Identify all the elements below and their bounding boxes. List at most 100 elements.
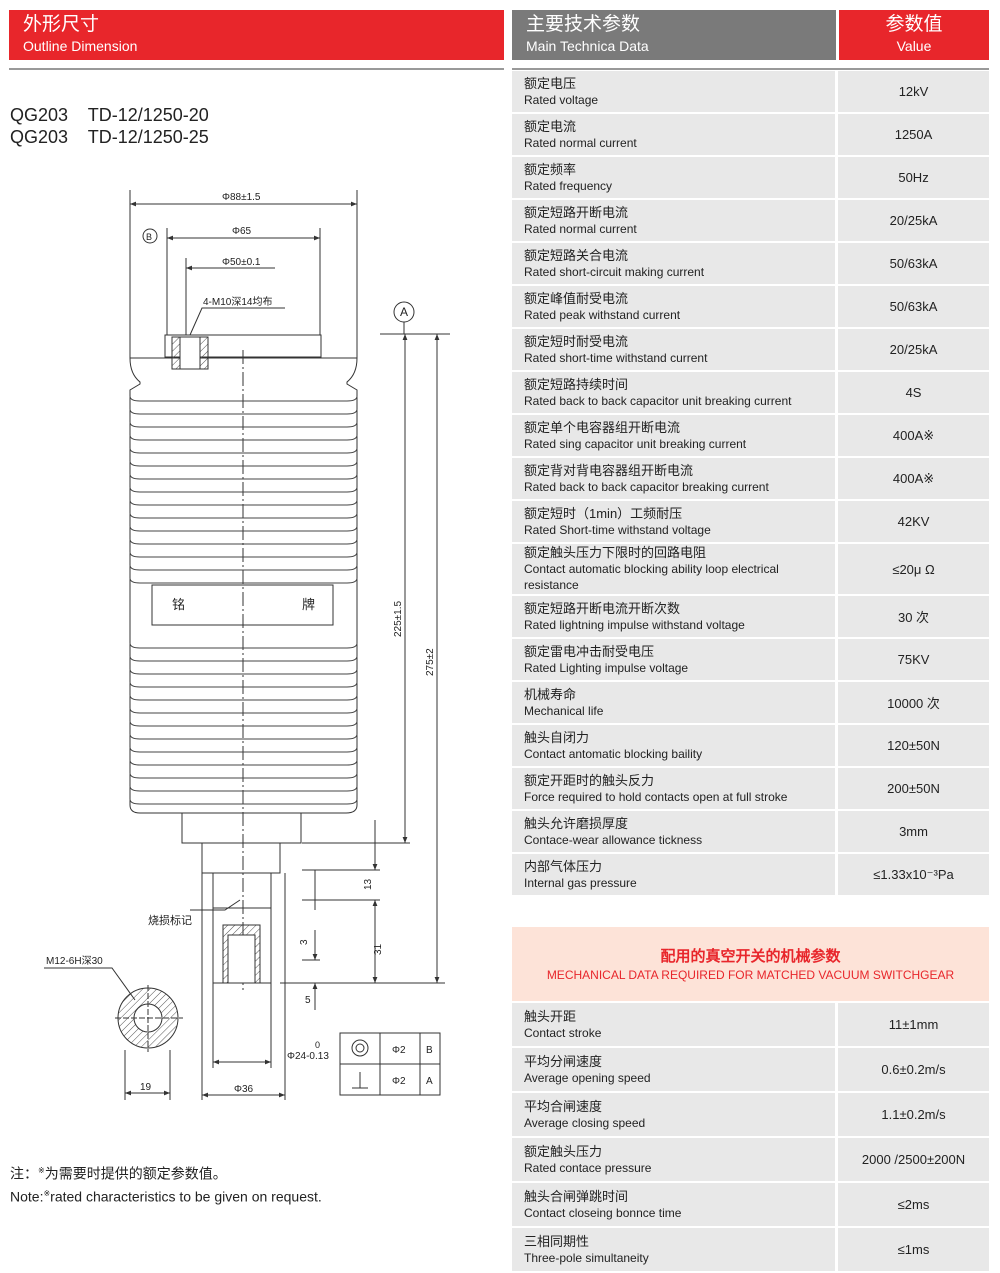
dim-13: 13: [363, 878, 374, 890]
model-line-2: QG203 TD-12/1250-25: [10, 127, 209, 147]
value-header-en: Value: [896, 38, 932, 54]
bellows-rib: [129, 733, 358, 740]
param-value: 75KV: [838, 639, 989, 682]
bellows-rib: [129, 551, 358, 558]
footnote-en-prefix: Note:: [10, 1188, 44, 1205]
value-header-cn: 参数值: [885, 14, 943, 35]
burn-mark-label: 烧损标记: [148, 913, 192, 927]
param-value: 3mm: [838, 811, 989, 854]
param-name-en: Rated sing capacitor unit breaking curre…: [524, 436, 747, 451]
bellows-ribs: [129, 395, 358, 805]
param-name-en: Contact automatic blocking ability loop …: [524, 562, 779, 592]
footnote-cn-prefix: 注：: [10, 1165, 38, 1182]
dim-phi65: Φ65: [232, 226, 252, 237]
param-value: 50Hz: [838, 157, 989, 200]
param-name-en: Internal gas pressure: [524, 875, 637, 890]
param-value: 10000 次: [838, 682, 989, 725]
param-value: 42KV: [838, 501, 989, 544]
outline-dimension-title-cn: 外形尺寸: [23, 14, 100, 35]
nameplate-right: 牌: [302, 597, 315, 612]
footnote: 注：※为需要时提供的额定参数值。 Note:※rated characteris…: [10, 1161, 322, 1206]
param-name-cn: 触头合闸弹跳时间: [524, 1188, 629, 1204]
param-name-en: Rated frequency: [524, 178, 613, 193]
bellows-rib: [129, 642, 358, 649]
param-name-en: Rated peak withstand current: [524, 307, 681, 322]
bellows-rib: [129, 655, 358, 662]
param-name-en: Rated contace pressure: [524, 1160, 652, 1175]
thread-note: 4-M10深14均布: [203, 296, 272, 308]
param-value: ≤1ms: [838, 1228, 989, 1273]
param-value: 11±1mm: [838, 1003, 989, 1048]
dim-phi50: Φ50±0.1: [222, 257, 261, 268]
param-name-cn: 触头允许磨损厚度: [524, 815, 629, 831]
param-value: 50/63kA: [838, 243, 989, 286]
param-name-en: Three-pole simultaneity: [524, 1250, 649, 1265]
tolerance-1-value: Φ2: [392, 1045, 406, 1056]
param-name-en: Contact stroke: [524, 1025, 602, 1040]
dim-275: 275±2: [425, 648, 436, 676]
dim-phi24-upper: 0: [315, 1040, 320, 1050]
bellows-rib: [129, 538, 358, 545]
param-value: 200±50N: [838, 768, 989, 811]
param-name-cn: 额定触头压力: [524, 1143, 603, 1159]
bellows-rib: [129, 772, 358, 779]
param-name-cn: 额定背对背电容器组开断电流: [524, 462, 694, 478]
param-value: 20/25kA: [838, 329, 989, 372]
param-name-en: Rated short-time withstand current: [524, 350, 708, 365]
bellows-rib: [129, 707, 358, 714]
param-value: 20/25kA: [838, 200, 989, 243]
param-value: 50/63kA: [838, 286, 989, 329]
param-name-cn: 额定电压: [524, 75, 577, 91]
param-name-cn: 额定电流: [524, 118, 577, 134]
bellows-rib: [129, 759, 358, 766]
param-value: 30 次: [838, 596, 989, 639]
footnote-en: Note:※rated characteristics to be given …: [10, 1184, 322, 1207]
outline-dimension-header: 外形尺寸 Outline Dimension: [9, 10, 504, 60]
param-name-en: Rated short-circuit making current: [524, 264, 705, 279]
param-value: 0.6±0.2m/s: [838, 1048, 989, 1093]
bellows-rib: [129, 408, 358, 415]
param-value: 12kV: [838, 71, 989, 114]
bellows-rib: [129, 746, 358, 753]
mech-section-title-en: MECHANICAL DATA REQUIRED FOR MATCHED VAC…: [546, 968, 955, 982]
param-value: 120±50N: [838, 725, 989, 768]
param-name-cn: 触头自闭力: [524, 729, 590, 745]
dim-phi36: Φ36: [234, 1084, 254, 1095]
dim-3: 3: [299, 939, 310, 945]
param-label: 额定触头压力下限时的回路电阻 Contact automatic blocking…: [512, 544, 839, 596]
param-name-en: Rated back to back capacitor unit breaki…: [524, 393, 792, 408]
tolerance-2-ref: A: [426, 1076, 433, 1087]
param-name-cn: 额定短路开断电流: [524, 204, 629, 220]
param-name-cn: 平均合闸速度: [524, 1098, 603, 1114]
param-name-cn: 额定触头压力下限时的回路电阻: [524, 545, 707, 560]
